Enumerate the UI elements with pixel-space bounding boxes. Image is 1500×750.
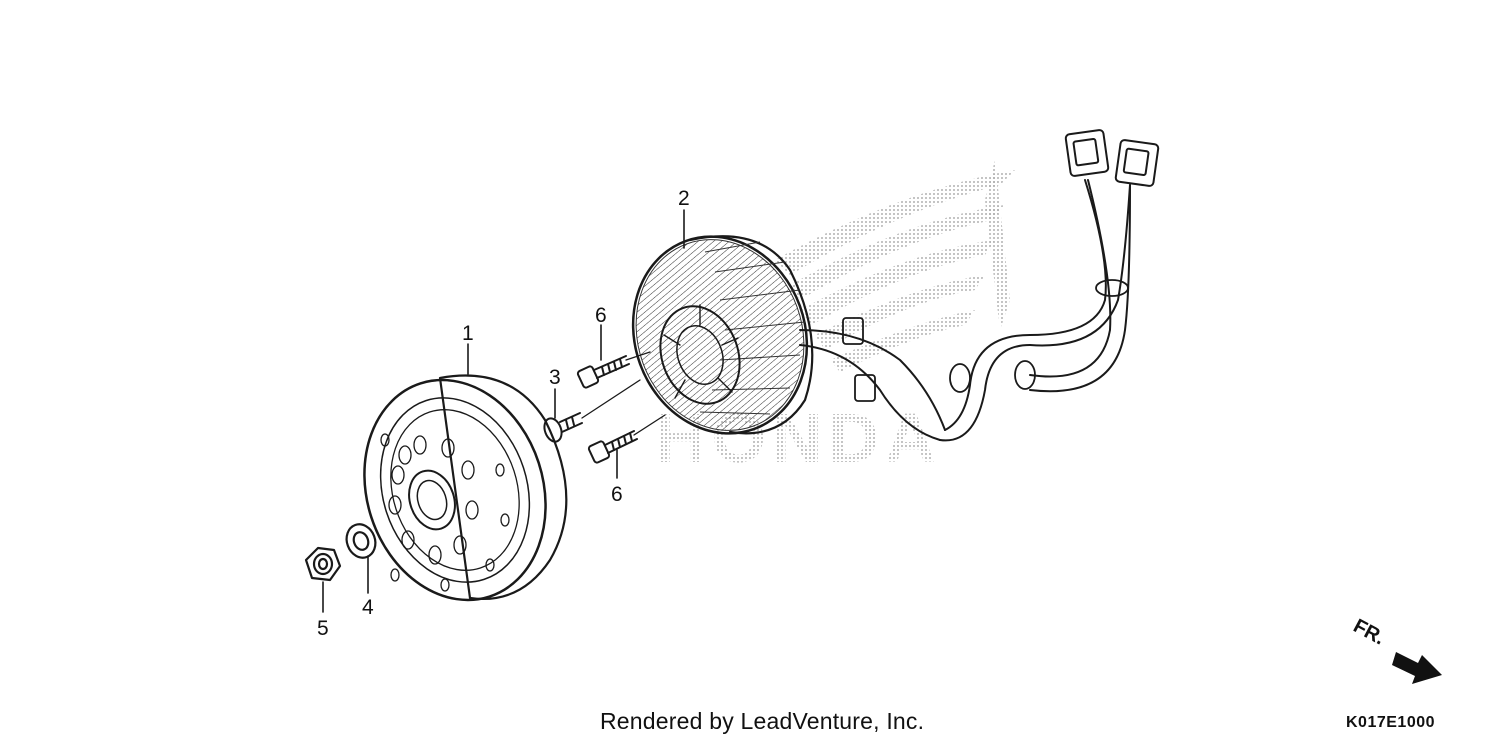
wing-logo-icon	[775, 160, 1015, 372]
callout-labels: 1 2 3 4 5 6 6	[317, 187, 690, 640]
direction-label: FR.	[1350, 615, 1389, 650]
leader-lines	[322, 209, 685, 613]
callout-part-6-lower[interactable]: 6	[611, 483, 623, 506]
connector-icon	[1064, 129, 1160, 187]
flywheel-rotor[interactable]	[337, 356, 574, 623]
callout-part-3[interactable]: 3	[549, 366, 561, 389]
stator-assembly[interactable]	[606, 129, 1160, 458]
flywheel-nut[interactable]	[304, 546, 342, 582]
bolt-lower[interactable]	[587, 414, 666, 464]
callout-part-4[interactable]: 4	[362, 596, 374, 619]
callout-part-6-upper[interactable]: 6	[595, 304, 607, 327]
washer-bolt[interactable]	[541, 379, 641, 444]
flywheel-washer[interactable]	[342, 520, 380, 562]
callout-part-1[interactable]: 1	[462, 322, 474, 345]
credit-text: Rendered by LeadVenture, Inc.	[600, 708, 925, 734]
callout-part-2[interactable]: 2	[678, 187, 690, 210]
bolt-upper[interactable]	[576, 351, 651, 389]
arrow-right-icon	[1392, 652, 1442, 684]
callout-part-5[interactable]: 5	[317, 617, 329, 640]
diagram-code: K017E1000	[1346, 714, 1436, 731]
front-direction-indicator: FR.	[1350, 615, 1442, 684]
